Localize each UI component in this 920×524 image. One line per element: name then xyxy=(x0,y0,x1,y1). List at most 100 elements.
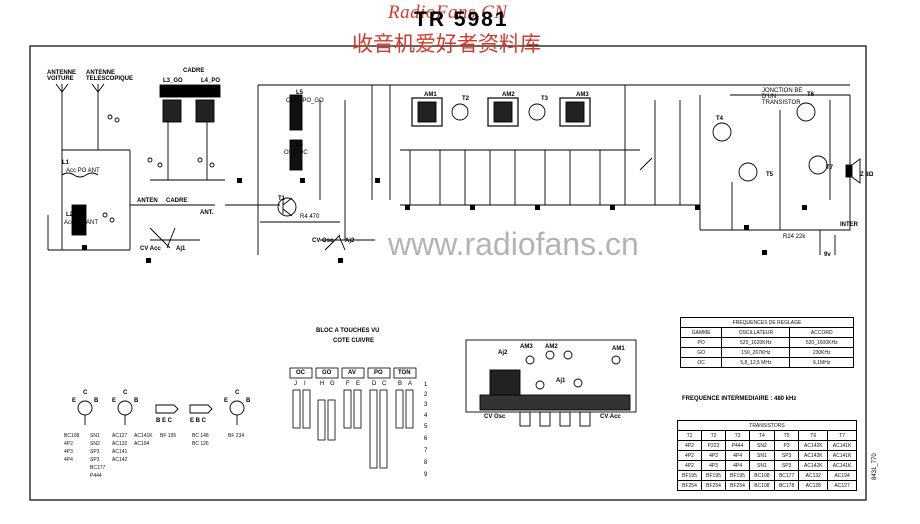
pcb-label-am2: AM2 xyxy=(545,344,558,350)
pinout-item: SN2 xyxy=(90,441,100,447)
freq-cell: 230KHz xyxy=(789,347,854,358)
label-l4-po: L4_PO xyxy=(201,78,221,84)
pin-b-1: B xyxy=(94,398,99,404)
label-inter: INTER xyxy=(840,222,858,228)
pinout-col5: BF 195 xyxy=(160,432,176,440)
pcb-label-cv-osc: CV Osc xyxy=(484,414,506,420)
label-t6: T6 xyxy=(807,92,815,98)
pinout-item: AC127 xyxy=(112,433,128,439)
label-aj2: Aj2 xyxy=(345,238,355,244)
freq-table-title: FREQUENCES DE REGLAGE xyxy=(680,317,854,328)
pin-c-2: C xyxy=(123,390,128,396)
bloc-key-ton: TON xyxy=(398,370,411,376)
tr-header: T6 xyxy=(798,430,829,441)
tr-cell: P444 xyxy=(725,440,751,451)
label-t5: T5 xyxy=(766,172,774,178)
pin-ebc: E B C xyxy=(190,418,207,424)
cadre-coils xyxy=(147,84,225,249)
tr-cell: AC142K xyxy=(798,440,829,451)
freq-cell: 520_1620KHz xyxy=(721,337,791,348)
pinout-item: AC141K xyxy=(134,433,153,439)
bloc-num-7: 7 xyxy=(424,448,428,454)
t1-stage xyxy=(225,84,380,255)
tr-cell: AC194 xyxy=(827,470,857,481)
table-row: BF254 BF254 BF254 BC108 BC178 AC128 AC12… xyxy=(676,480,857,491)
tr-cell: 4P2 xyxy=(676,450,703,461)
pinout-item: 4P4 xyxy=(64,457,73,463)
freq-cell: PO xyxy=(679,337,723,348)
label-antenne-voiture: ANTENNE VOITURE xyxy=(47,70,77,82)
tr-header: T5 xyxy=(773,430,800,441)
bloc-letter-b: B xyxy=(398,381,403,387)
tr-cell: BF254 xyxy=(676,480,703,491)
label-l3-go: L3_GO xyxy=(163,78,183,84)
bloc-num-5: 5 xyxy=(424,424,428,430)
label-r-22k: R24 22k xyxy=(783,234,806,240)
label-r-470: R4 470 xyxy=(300,214,320,220)
tr-cell: SN1 xyxy=(749,460,775,471)
switch-bloc xyxy=(289,367,417,469)
freq-header-osc: OSCILLATEUR xyxy=(721,327,791,338)
label-cadre-switch: CADRE xyxy=(166,198,188,204)
freq-cell: OC xyxy=(679,357,723,368)
label-t7: T7 xyxy=(826,165,834,171)
freq-cell: 520_1600KHz xyxy=(789,337,854,348)
tr-cell: 4P4 xyxy=(725,450,751,461)
tr-cell: BF254 xyxy=(725,480,751,491)
table-row: OC 5,8_12,5 MHz 6,1MHz xyxy=(679,357,854,368)
pinout-col3: AC127 AC132 AC141 AC142 xyxy=(112,432,127,464)
watermark-url: www.radiofans.cn xyxy=(388,226,639,262)
if-strip xyxy=(380,84,850,206)
tr-cell: P222 xyxy=(701,440,727,451)
watermark-chinese: 收音机爱好者资料库 xyxy=(352,32,541,56)
label-antenne-switch: ANTEN xyxy=(137,198,158,204)
bloc-letter-d: D xyxy=(372,381,377,387)
diagram-title: TR 5981 xyxy=(414,8,509,31)
pinout-item: BC 126 xyxy=(192,441,209,447)
tr-cell: BF254 xyxy=(701,480,727,491)
label-acc-oc: Acc OC ANT xyxy=(64,220,99,226)
pinout-col6: BC 148 BC 126 xyxy=(192,432,209,448)
tr-cell: BC177 xyxy=(773,470,800,481)
bloc-letter-f: F xyxy=(346,381,350,387)
tr-cell: BF195 xyxy=(701,470,727,481)
tr-cell: AC141K xyxy=(827,440,857,451)
audio-section xyxy=(699,94,861,255)
bloc-num-1: 1 xyxy=(424,382,428,388)
label-speaker: Z 8Ω xyxy=(860,172,874,178)
tr-cell: BC108 xyxy=(749,480,775,491)
pcb-layout xyxy=(465,339,637,427)
bloc-key-po: PO xyxy=(374,370,383,376)
tr-header: T7 xyxy=(827,430,857,441)
pinout-symbols xyxy=(77,400,245,425)
label-l2: L2 xyxy=(66,212,74,218)
label-l1: L1 xyxy=(62,160,70,166)
tr-cell: AC141K xyxy=(827,460,857,471)
bloc-num-3: 3 xyxy=(424,402,428,408)
label-t4: T4 xyxy=(716,116,724,122)
table-row: PO 520_1620KHz 520_1600KHz xyxy=(679,337,854,348)
label-t1: T1 xyxy=(278,196,286,202)
transistors-title: TRANSISTORS xyxy=(677,420,857,431)
label-junction: JONCTION BE D'UN TRANSISTOR xyxy=(762,88,803,106)
bloc-letter-e: E xyxy=(356,381,361,387)
label-am1: AM1 xyxy=(424,92,437,98)
freq-cell: 150_267KHz xyxy=(721,347,791,358)
tr-cell: SN2 xyxy=(749,440,775,451)
label-t2: T2 xyxy=(462,96,470,102)
label-t3: T3 xyxy=(541,96,549,102)
tr-header: T4 xyxy=(749,430,775,441)
pin-b-3: B xyxy=(246,398,251,404)
pin-e-3: E xyxy=(224,398,229,404)
bloc-subtitle: COTE CUIVRE xyxy=(333,338,375,344)
tr-cell: 4P2 xyxy=(676,460,703,471)
pcb-label-aj1: Aj1 xyxy=(556,378,566,384)
label-cv-osc: CV Osc xyxy=(312,238,334,244)
label-l5: L5 xyxy=(296,90,304,96)
pinout-item: 4P2 xyxy=(64,441,73,447)
tr-cell: P3 xyxy=(773,440,800,451)
pinout-item: SP3 xyxy=(90,457,100,463)
freq-intermediaire: FREQUENCE INTERMEDIAIRE : 480 kHz xyxy=(682,396,797,402)
tr-cell: 4P3 xyxy=(701,450,727,461)
label-cv-acc: CV Acc xyxy=(140,246,161,252)
